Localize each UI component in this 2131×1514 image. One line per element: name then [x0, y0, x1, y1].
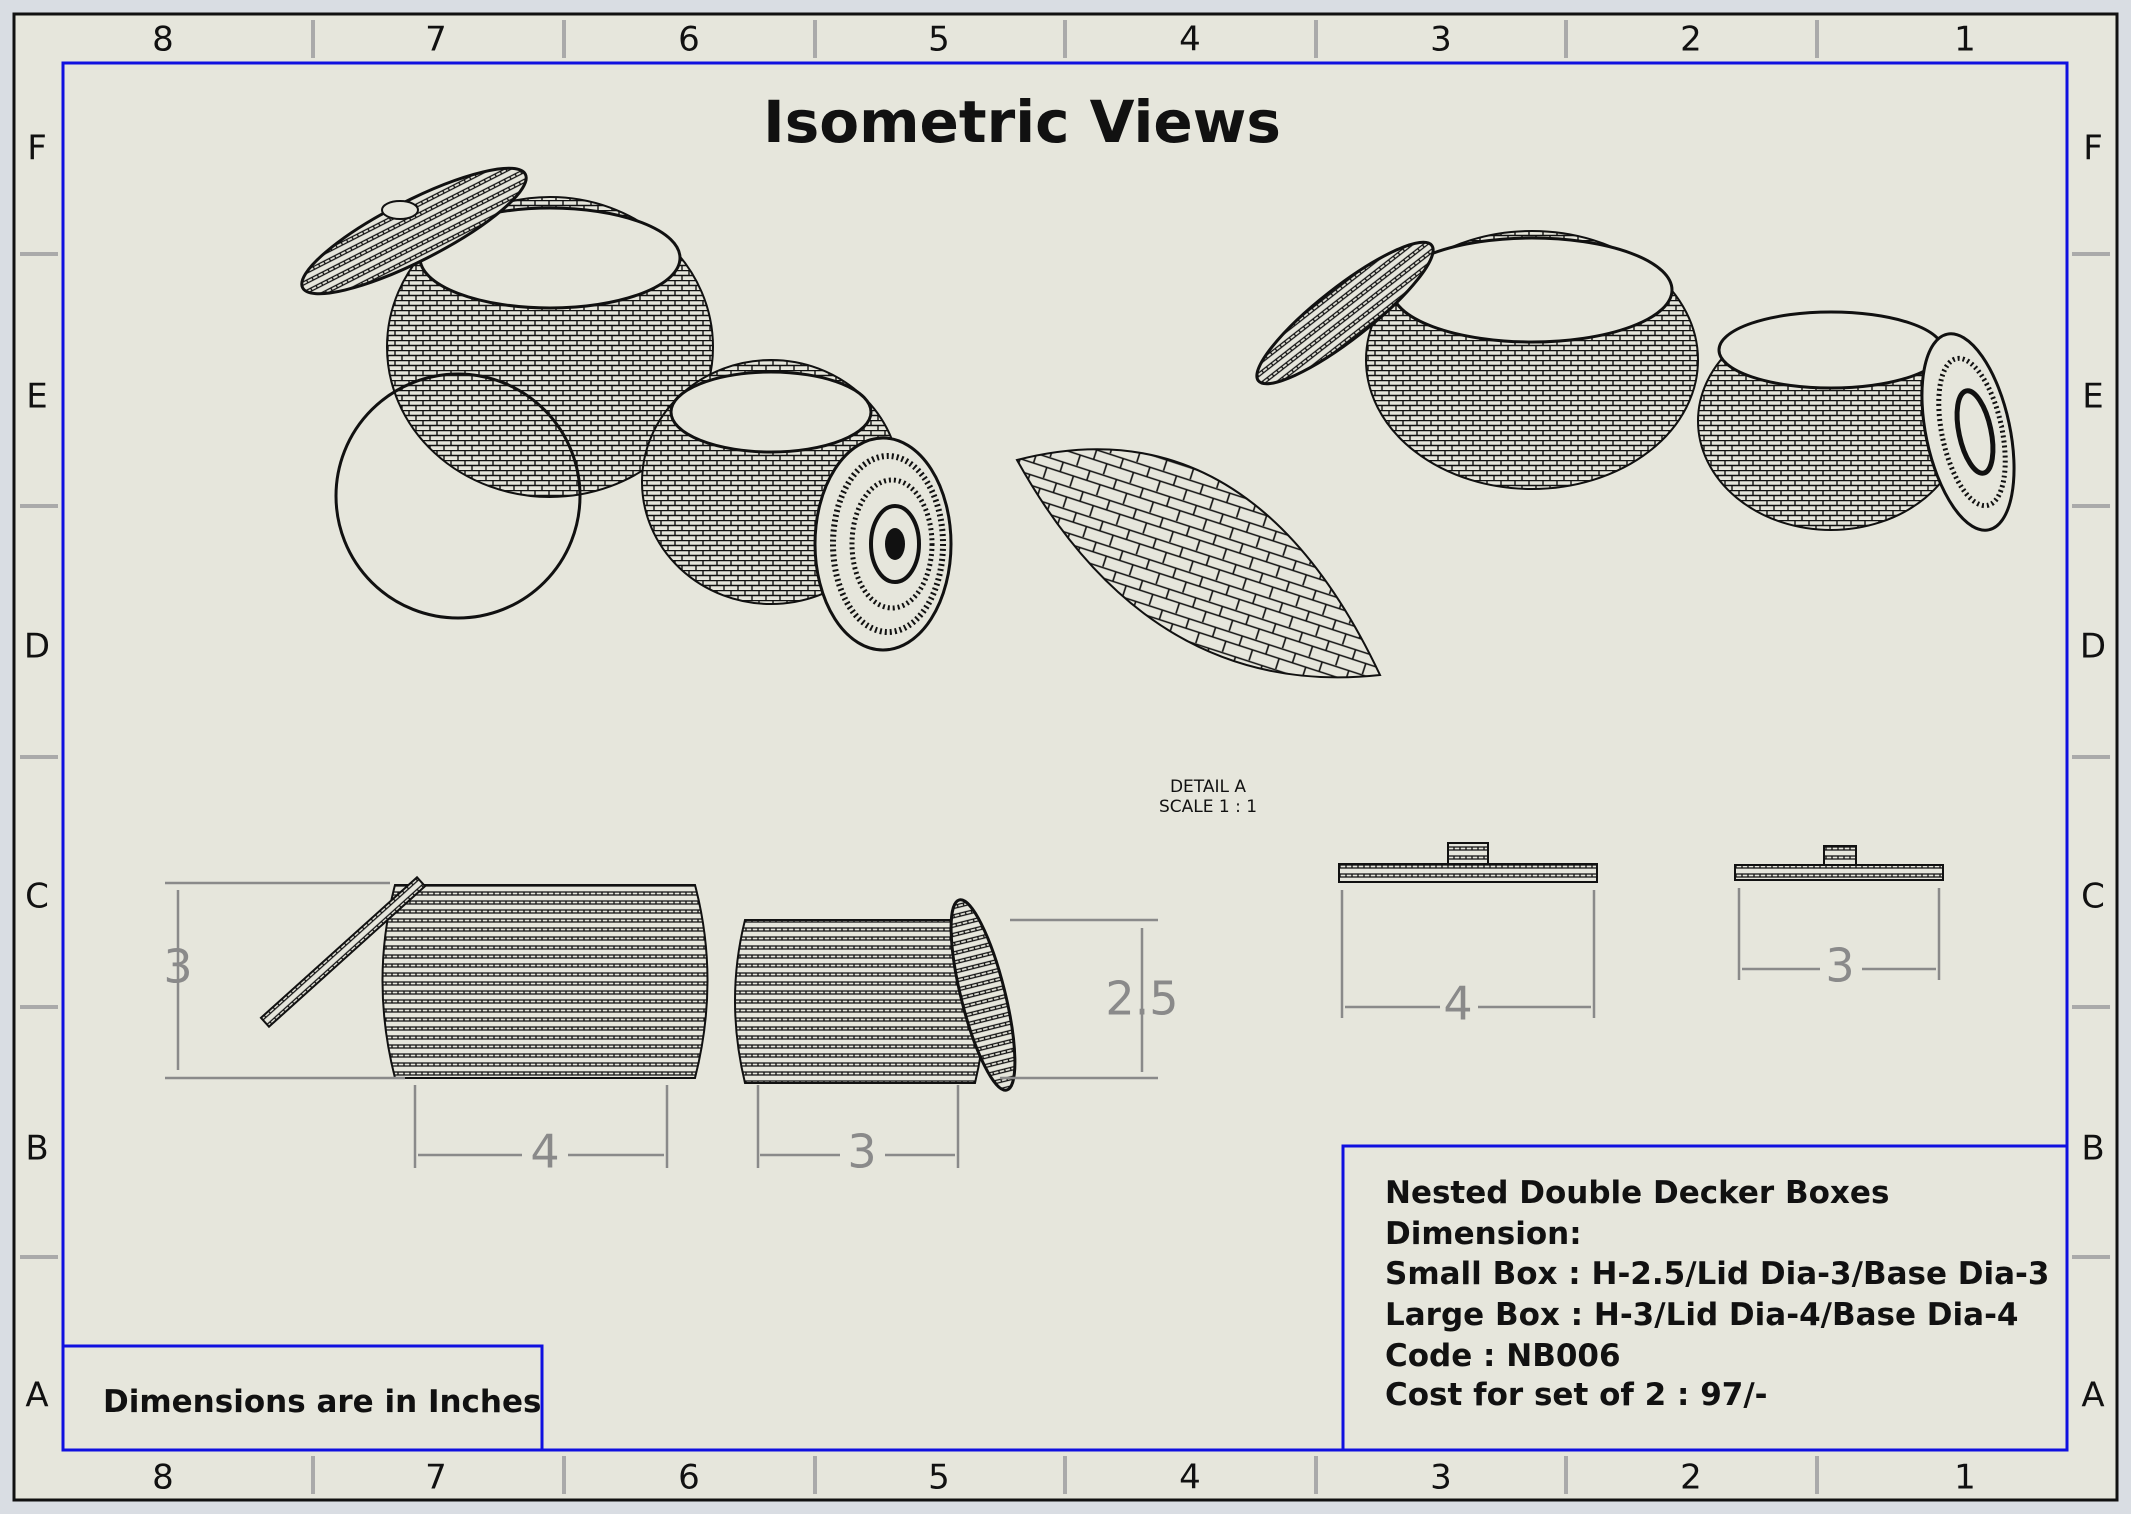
- zone-row-label: D: [2080, 627, 2106, 667]
- zone-row-label: C: [2081, 877, 2105, 917]
- zone-row-label: F: [2083, 129, 2103, 169]
- large-basket-front: [381, 884, 709, 1079]
- units-note-box: [61, 1344, 544, 1452]
- large-lid: [1255, 240, 1435, 386]
- zone-col-label: 1: [1954, 20, 1976, 60]
- column-zones-bottom: 8 7 6 5 4 3 2 1: [152, 1458, 1976, 1498]
- dim-small-height: 2.5: [1105, 972, 1178, 1026]
- front-view-large: 3 4: [163, 875, 709, 1179]
- small-basket-opening: [669, 370, 873, 454]
- zone-col-label: 8: [152, 1458, 174, 1498]
- sheet-title: Isometric Views: [763, 88, 1281, 156]
- zone-col-label: 5: [928, 20, 950, 60]
- large-lid-front: [259, 875, 427, 1029]
- zone-row-label: D: [24, 627, 50, 667]
- row-zones-right: F E D C B A: [2080, 129, 2106, 1416]
- zone-row-label: A: [2081, 1376, 2104, 1416]
- detail-a-view: [1015, 448, 1382, 679]
- dim-large-lid: 4: [1443, 977, 1472, 1031]
- zone-col-label: 6: [678, 1458, 700, 1498]
- zone-col-label: 8: [152, 20, 174, 60]
- zone-row-label: E: [26, 377, 47, 417]
- zone-col-label: 4: [1179, 1458, 1201, 1498]
- column-zones-top: 8 7 6 5 4 3 2 1: [152, 20, 1976, 60]
- dim-small-lid: 3: [1825, 939, 1854, 993]
- detail-scale: SCALE 1 : 1: [1159, 797, 1257, 817]
- units-note: Dimensions are in Inches: [103, 1384, 541, 1420]
- title-block-code: Code : NB006: [1385, 1338, 1621, 1374]
- zone-col-label: 2: [1680, 20, 1702, 60]
- zone-row-label: B: [2081, 1129, 2104, 1169]
- dim-large-height: 3: [163, 940, 192, 994]
- small-lid: [813, 436, 953, 652]
- detail-label: DETAIL A: [1170, 777, 1246, 797]
- isometric-view-left: [300, 166, 953, 652]
- zone-col-label: 3: [1430, 20, 1452, 60]
- zone-col-label: 3: [1430, 1458, 1452, 1498]
- zone-col-label: 7: [425, 20, 447, 60]
- zone-col-label: 4: [1179, 20, 1201, 60]
- title-block-product-name: Nested Double Decker Boxes: [1385, 1175, 1889, 1211]
- title-block-dimension-heading: Dimension:: [1385, 1216, 1582, 1252]
- front-view-small: 2.5 3: [734, 898, 1179, 1179]
- title-block-large-box: Large Box : H-3/Lid Dia-4/Base Dia-4: [1385, 1297, 2019, 1333]
- title-block-cost: Cost for set of 2 : 97/-: [1385, 1377, 1768, 1413]
- lid-side-large: 4: [1338, 842, 1598, 1031]
- zone-col-label: 2: [1680, 1458, 1702, 1498]
- zone-row-label: A: [25, 1376, 48, 1416]
- lid-side-small: 3: [1734, 845, 1944, 993]
- small-lid: [1920, 332, 2016, 532]
- zone-row-label: F: [27, 129, 47, 169]
- zone-row-label: E: [2082, 377, 2103, 417]
- zone-ticks: [20, 20, 2110, 1494]
- zone-row-label: B: [25, 1129, 48, 1169]
- isometric-view-right: [1255, 230, 2016, 532]
- zone-row-label: C: [25, 877, 49, 917]
- title-block-small-box: Small Box : H-2.5/Lid Dia-3/Base Dia-3: [1385, 1256, 2049, 1292]
- zone-col-label: 1: [1954, 1458, 1976, 1498]
- small-basket-front: [734, 919, 986, 1084]
- drawing-border: [61, 61, 2069, 1452]
- small-basket-opening: [1717, 310, 1945, 390]
- dim-large-base: 4: [530, 1125, 559, 1179]
- title-block: Nested Double Decker Boxes Dimension: Sm…: [1341, 1144, 2069, 1452]
- lid-knob: [381, 200, 419, 220]
- detail-a-callout-circle: [334, 372, 582, 620]
- dim-small-base: 3: [847, 1125, 876, 1179]
- small-lid-front: [949, 898, 1017, 1092]
- zone-col-label: 7: [425, 1458, 447, 1498]
- zone-col-label: 5: [928, 1458, 950, 1498]
- row-zones-left: F E D C B A: [24, 129, 50, 1416]
- zone-col-label: 6: [678, 20, 700, 60]
